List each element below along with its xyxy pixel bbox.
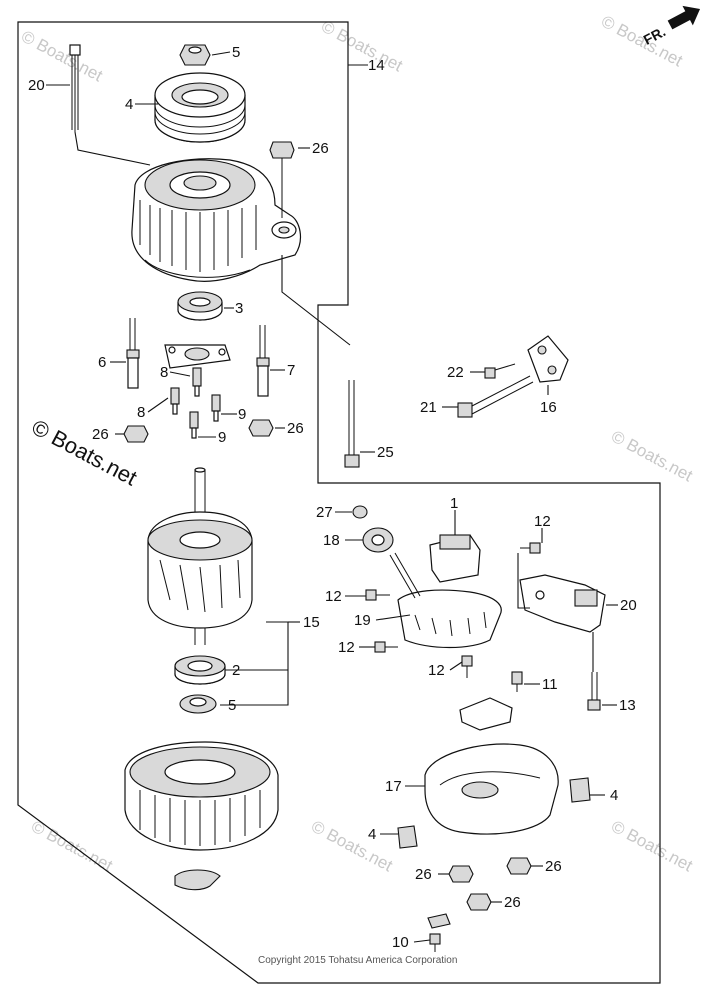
stud-8-right xyxy=(256,325,270,397)
screws-12 xyxy=(365,542,541,678)
watermark: © Boats.net xyxy=(28,817,116,876)
brush-4-left xyxy=(397,825,418,849)
cover-5 xyxy=(179,694,217,714)
callout-18: 18 xyxy=(323,532,340,549)
bolt-23 xyxy=(484,363,516,379)
callout-4-left: 4 xyxy=(368,826,376,843)
watermarks: © Boats.net © Boats.net © Boats.net © Bo… xyxy=(18,12,696,876)
callout-20: 20 xyxy=(620,597,637,614)
watermark: © Boats.net xyxy=(608,427,696,486)
callout-15: 15 xyxy=(303,614,320,631)
brush-4-right xyxy=(569,777,591,803)
nut-26-lower-c xyxy=(466,893,492,911)
rear-housing xyxy=(124,741,279,851)
terminal-block-20 xyxy=(519,574,606,633)
callout-12-a: 12 xyxy=(534,513,551,530)
bolt-21 xyxy=(69,44,151,166)
bolt-27 xyxy=(352,505,368,519)
brush-cover xyxy=(459,697,513,731)
callout-23: 22 xyxy=(447,364,464,381)
callout-11: 11 xyxy=(542,676,558,693)
callout-7: 5 xyxy=(232,44,240,61)
bolt-13 xyxy=(587,672,601,711)
nut-26-right xyxy=(248,419,274,437)
stud-8-left xyxy=(126,318,140,389)
screw-11 xyxy=(511,671,523,692)
callout-5: 5 xyxy=(228,697,236,714)
nut-25 xyxy=(269,141,351,346)
boats-net-watermark: © Boats.net xyxy=(28,414,142,490)
screws-9 xyxy=(170,367,221,439)
callout-9-d: 9 xyxy=(218,429,226,446)
watermark: © Boats.net xyxy=(608,817,696,876)
leader-lines xyxy=(46,51,618,943)
pulley-6 xyxy=(154,72,246,143)
callout-labels: 20 5 4 14 26 3 6 7 8 8 9 9 26 26 25 22 2… xyxy=(28,44,637,951)
callout-13: 13 xyxy=(619,697,636,714)
bearing-3 xyxy=(177,291,223,321)
bolt-24 xyxy=(344,380,360,468)
callout-26-lower-c: 26 xyxy=(504,894,521,911)
callout-12-b: 12 xyxy=(325,588,342,605)
callout-19: 19 xyxy=(354,612,371,629)
brush-holder-1 xyxy=(429,534,481,583)
copyright-text: Copyright 2015 Tohatsu America Corporati… xyxy=(258,955,457,966)
callout-8-left: 6 xyxy=(98,354,106,371)
callout-9-b: 8 xyxy=(137,404,145,421)
callout-27: 27 xyxy=(316,504,333,521)
watermark: © Boats.net xyxy=(308,817,396,876)
bolt-10 xyxy=(429,933,441,952)
callout-4-right: 4 xyxy=(610,787,618,804)
callout-22: 21 xyxy=(420,399,437,416)
callout-16: 16 xyxy=(540,399,557,416)
callout-10: 10 xyxy=(392,934,409,951)
watermark: © Boats.net xyxy=(318,17,406,76)
bracket-16 xyxy=(527,335,569,383)
callout-12-c: 12 xyxy=(338,639,355,656)
nut-26-left xyxy=(123,425,149,443)
callout-26-upper-left: 26 xyxy=(92,426,109,443)
front-housing xyxy=(131,158,302,282)
leader-12-20 xyxy=(517,553,530,609)
callout-12-d: 12 xyxy=(428,662,445,679)
callout-21: 20 xyxy=(28,77,45,94)
callout-2: 2 xyxy=(232,662,240,679)
washer xyxy=(174,869,221,891)
callout-26-lower-a: 26 xyxy=(415,866,432,883)
nut-7 xyxy=(179,44,211,66)
callout-26-upper-right: 26 xyxy=(287,420,304,437)
callout-24: 25 xyxy=(377,444,394,461)
assembly-outline xyxy=(17,21,661,984)
rotor-15 xyxy=(147,467,253,645)
regulator-18 xyxy=(362,527,421,599)
rear-cover-17 xyxy=(424,743,559,835)
callout-9-c: 9 xyxy=(238,406,246,423)
callout-17: 17 xyxy=(385,778,402,795)
bolt-22 xyxy=(457,375,534,418)
callout-14: 14 xyxy=(368,57,385,74)
callout-1: 1 xyxy=(450,495,458,512)
bearing-2 xyxy=(174,655,226,685)
callout-9-a: 8 xyxy=(160,364,168,381)
callout-26-lower-b: 26 xyxy=(545,858,562,875)
callout-8-right: 7 xyxy=(287,362,295,379)
front-direction-arrow: FR. xyxy=(641,5,701,48)
clip xyxy=(427,913,451,929)
bearing-retainer-plate xyxy=(164,344,231,369)
nut-26-lower-b xyxy=(506,857,532,875)
callout-25: 26 xyxy=(312,140,329,157)
nut-26-lower-a xyxy=(448,865,474,883)
callout-3: 3 xyxy=(235,300,243,317)
callout-6: 4 xyxy=(125,96,133,113)
rectifier-19 xyxy=(397,589,502,649)
